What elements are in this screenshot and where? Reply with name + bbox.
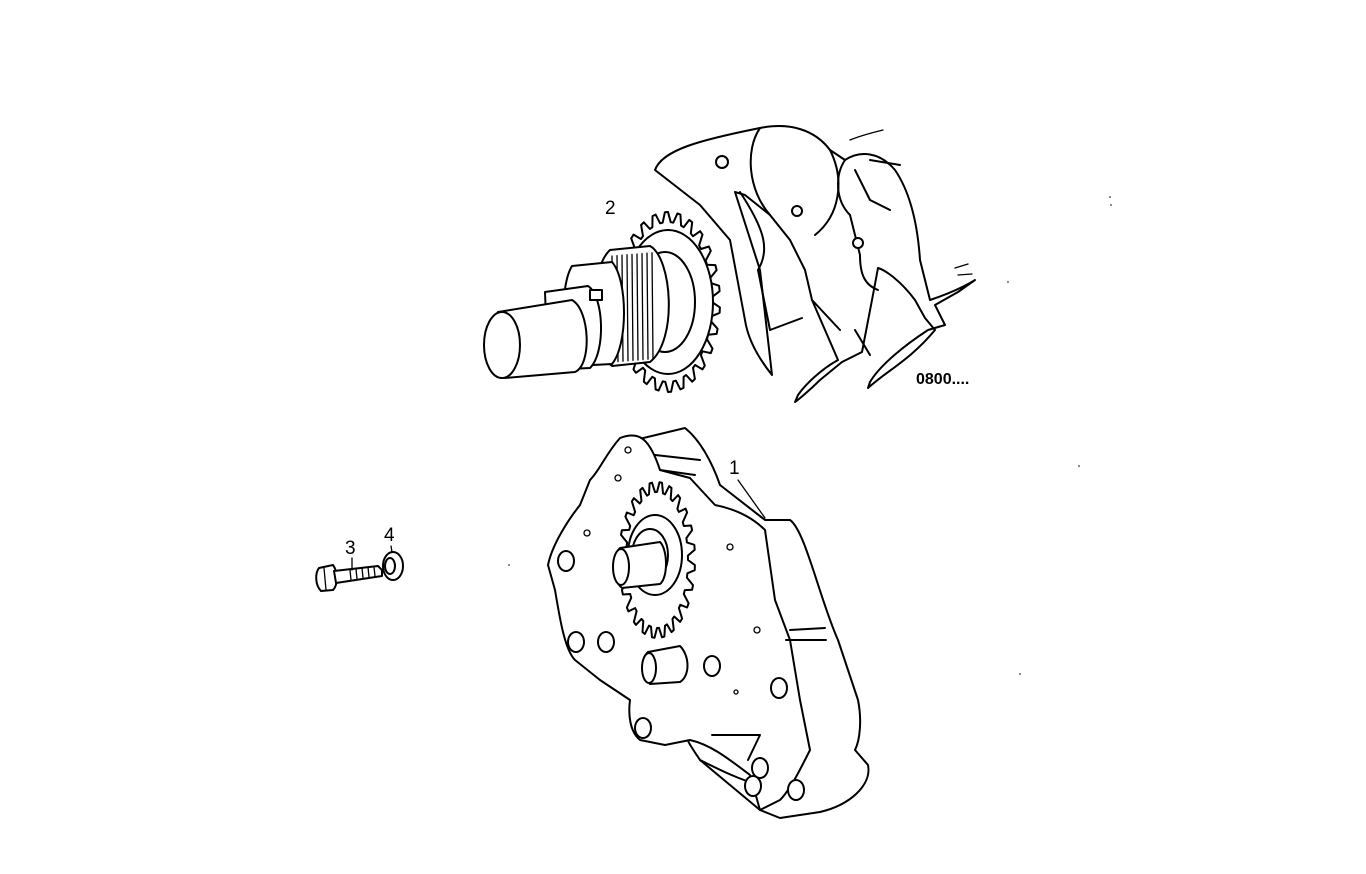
callout-labels: 1 2 3 4 0800.... xyxy=(345,198,969,571)
spline-ridge xyxy=(641,252,644,361)
pump-drive-gear xyxy=(612,481,696,639)
pump-mounting-bolts xyxy=(557,550,805,801)
oil-hole xyxy=(715,155,729,169)
callout-2: 2 xyxy=(605,198,616,219)
leader-line-4 xyxy=(390,545,393,553)
oil-hole xyxy=(852,237,864,249)
spline-ridge xyxy=(631,253,634,362)
crankshaft-assembly xyxy=(483,125,976,403)
pump-idler-shaft xyxy=(641,645,689,685)
oil-hole xyxy=(791,205,803,217)
hex-bolt xyxy=(315,564,383,592)
callout-3: 3 xyxy=(345,538,356,559)
oil-pump-assembly xyxy=(547,427,870,819)
shaft-nose xyxy=(483,285,603,379)
callout-1: 1 xyxy=(729,458,740,479)
crankshaft-web xyxy=(654,125,976,403)
keyway xyxy=(589,289,603,301)
shaft-end-face xyxy=(483,311,521,379)
spline-ridge xyxy=(626,254,629,362)
pump-flange xyxy=(547,434,811,811)
spline-ridge xyxy=(646,252,649,360)
callout-4: 4 xyxy=(384,525,395,546)
spline-ridge xyxy=(636,253,639,361)
part-code-label: 0800.... xyxy=(916,371,969,388)
leader-line-1 xyxy=(737,479,766,519)
crank-throw xyxy=(739,191,871,356)
washer xyxy=(382,551,404,581)
crank-counterweight xyxy=(837,159,901,291)
crank-journal xyxy=(749,127,840,236)
spline-ridge xyxy=(651,252,654,360)
